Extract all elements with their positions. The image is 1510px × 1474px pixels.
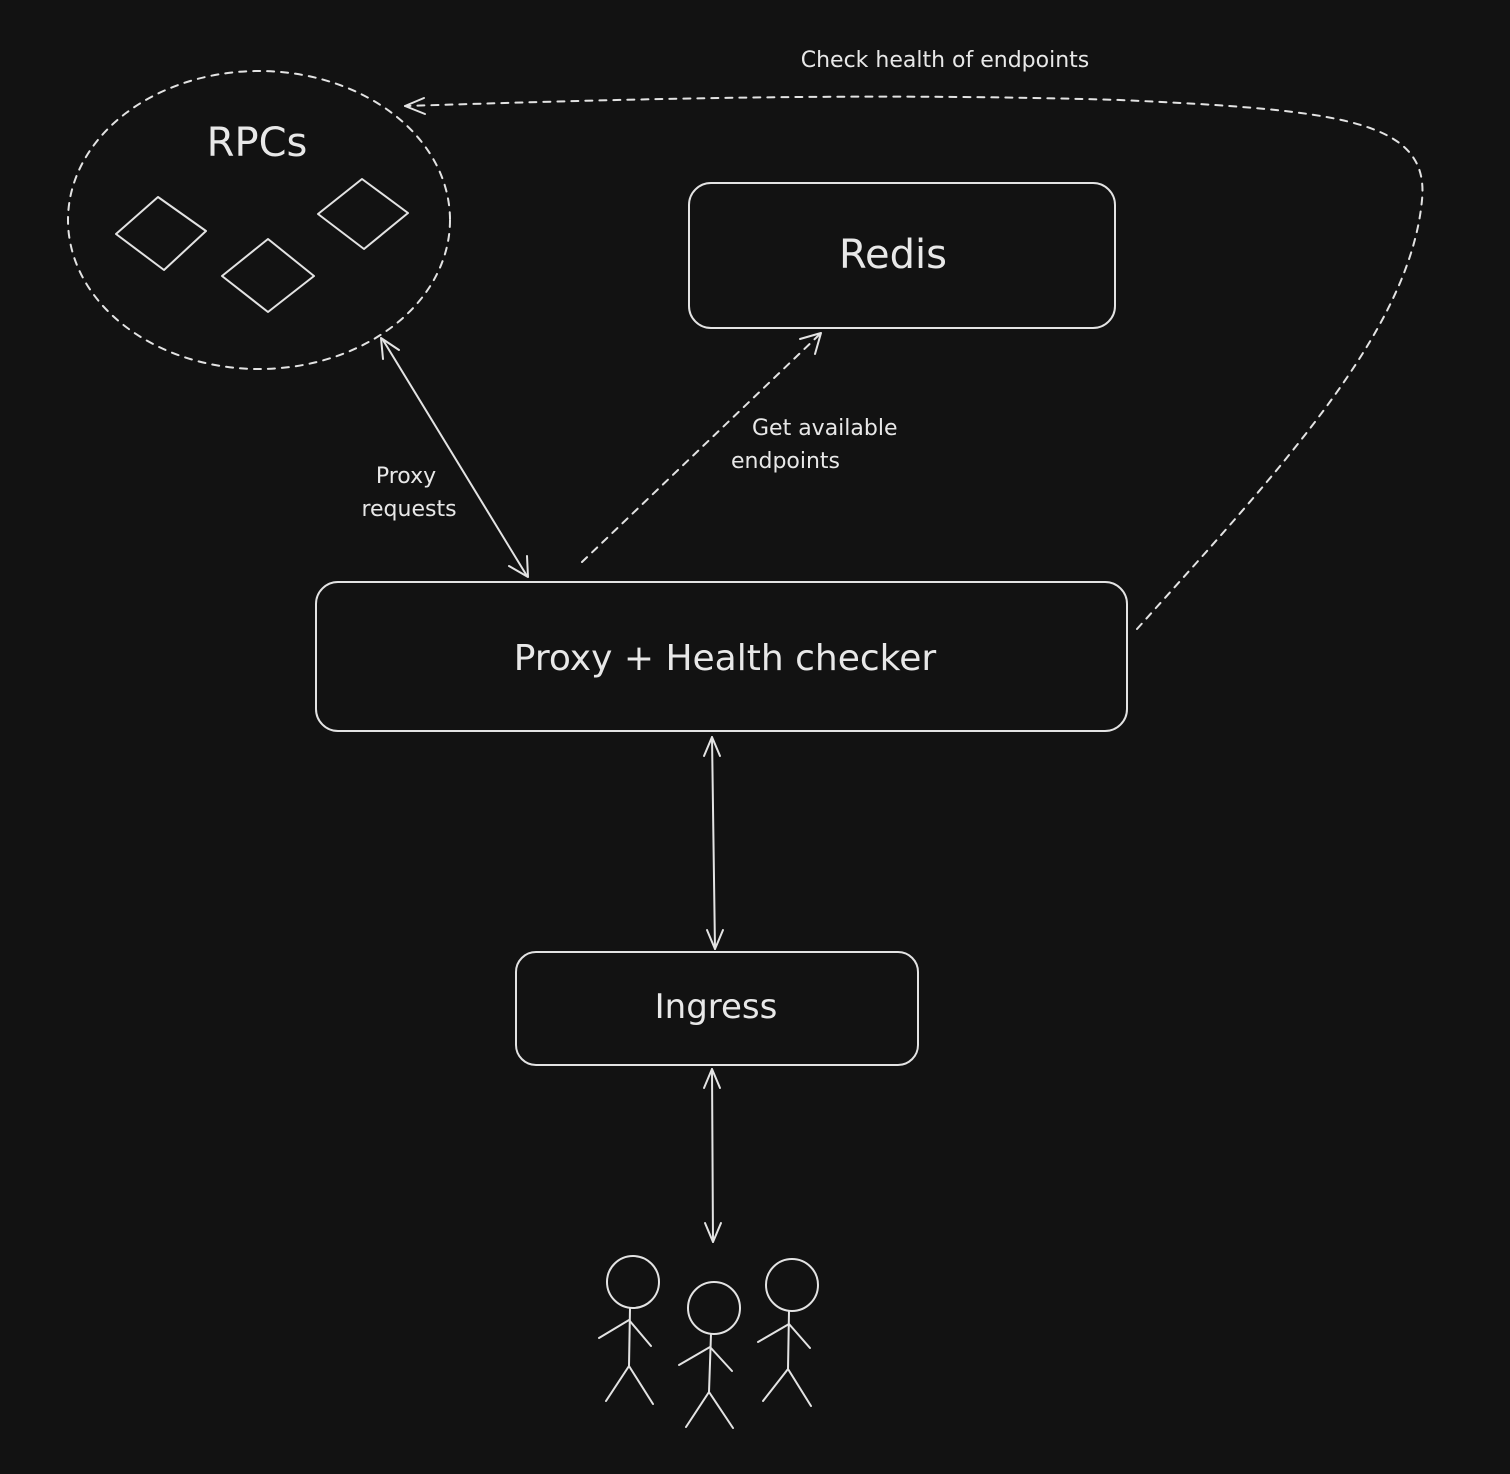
get-endpoints-label-line1: Get available xyxy=(752,416,898,441)
ingress-box xyxy=(515,951,919,1066)
rpc-node-diamond-icon xyxy=(115,196,207,271)
health-check-label: Check health of endpoints xyxy=(801,48,1090,73)
arrowhead-icon xyxy=(404,97,426,115)
get-endpoints-line xyxy=(581,333,821,563)
redis-node[interactable]: Redis xyxy=(688,182,1116,329)
health-check-line xyxy=(404,95,1424,630)
arrowhead-icon xyxy=(703,1068,721,1089)
ingress-label: Ingress xyxy=(655,987,778,1027)
proxy-requests-label-line2: requests xyxy=(361,497,456,522)
arrowhead-icon xyxy=(508,555,529,578)
user-stick-figure-icon xyxy=(598,1255,660,1405)
arrowhead-icon xyxy=(704,1222,722,1243)
proxy-requests-label-line1: Proxy xyxy=(376,464,436,489)
proxy-label: Proxy + Health checker xyxy=(514,638,937,679)
proxy-ingress-edge[interactable] xyxy=(703,736,724,950)
ingress-node[interactable]: Ingress xyxy=(515,951,919,1066)
rpc-node-diamond-icon xyxy=(317,178,409,250)
health-check-edge[interactable]: Check health of endpoints xyxy=(404,48,1424,630)
get-endpoints-edge[interactable]: Get available endpoints xyxy=(581,332,898,563)
arrowhead-icon xyxy=(799,332,822,355)
rpcs-cluster[interactable]: RPCs xyxy=(67,70,451,370)
proxy-requests-edge[interactable]: Proxy requests xyxy=(361,337,529,578)
rpcs-cluster-boundary xyxy=(67,70,451,370)
user-stick-figure-icon xyxy=(757,1258,819,1407)
arrowhead-icon xyxy=(380,337,400,360)
users-group[interactable] xyxy=(598,1255,819,1429)
redis-box xyxy=(688,182,1116,329)
proxy-box xyxy=(315,581,1128,732)
ingress-users-edge[interactable] xyxy=(703,1068,722,1243)
rpc-node-diamond-icon xyxy=(221,238,315,313)
proxy-requests-line xyxy=(382,339,528,577)
get-endpoints-label-line2: endpoints xyxy=(731,449,840,474)
ingress-users-line xyxy=(711,1068,714,1243)
rpcs-label: RPCs xyxy=(207,120,308,166)
arrowhead-icon xyxy=(706,929,724,950)
proxy-health-checker-node[interactable]: Proxy + Health checker xyxy=(315,581,1128,732)
arrowhead-icon xyxy=(703,736,721,757)
user-stick-figure-icon xyxy=(678,1281,741,1429)
redis-label: Redis xyxy=(839,232,947,278)
proxy-ingress-line xyxy=(711,736,716,950)
